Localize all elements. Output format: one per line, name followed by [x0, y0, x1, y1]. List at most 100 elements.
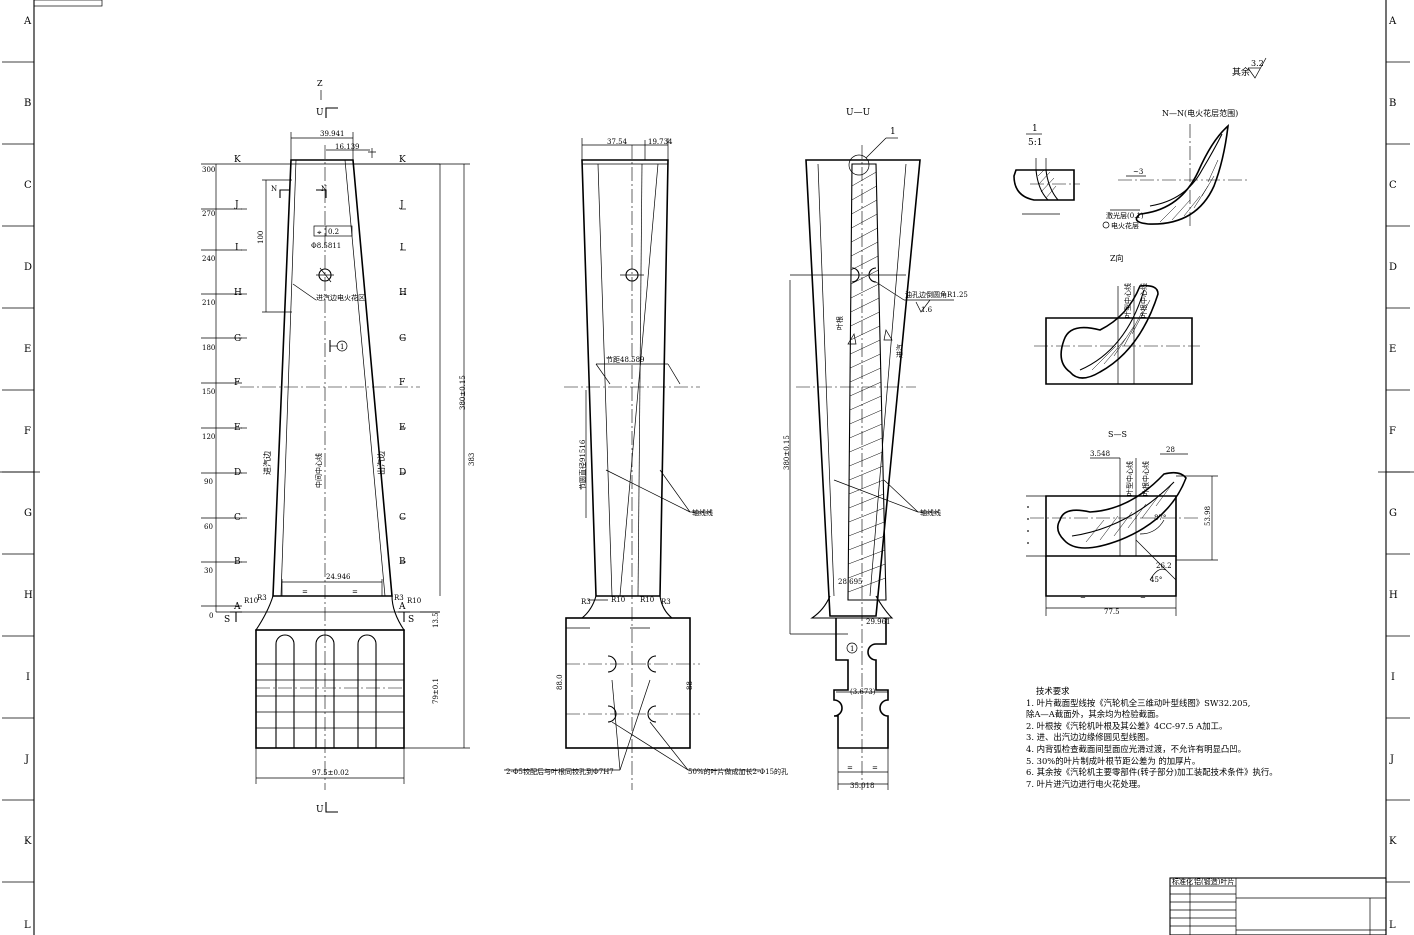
radius-r3: R3: [394, 594, 404, 602]
ss-label-1: 叶型中心线: [1125, 461, 1134, 496]
dim-section-height: 380±0.15: [783, 435, 791, 470]
ss-label-2: 叶根中心线: [1141, 461, 1150, 496]
dim-offset: 13.5: [432, 612, 440, 628]
row-letter-left: J: [24, 754, 29, 765]
nn-label-2: 电火花层: [1111, 221, 1139, 230]
note-line: 除A—A截面外，其余均为检验截面。: [1026, 709, 1164, 720]
hatch-line: [850, 325, 880, 341]
n-marker: N: [321, 185, 327, 193]
row-letter-right: L: [1389, 920, 1396, 931]
hatch-line: [850, 339, 881, 355]
section-marker-u-bottom: U: [316, 805, 324, 815]
row-letter-right: E: [1389, 344, 1396, 355]
dim-eq: =: [1140, 593, 1146, 601]
z-label-1: 叶型中心线: [1123, 283, 1132, 318]
section-letter-left: G: [234, 334, 241, 344]
radius-r10: R10: [407, 597, 421, 605]
side-r3: R3: [581, 598, 591, 606]
section-letter-left: C: [234, 513, 241, 523]
scale-value: 240: [202, 255, 215, 263]
section-letter-right: I: [400, 243, 404, 253]
scale-value: 90: [204, 478, 213, 486]
ss-dim-height: 53.98: [1204, 506, 1212, 526]
ss-offset: 26.2: [1156, 562, 1172, 570]
row-letter-left: G: [24, 508, 32, 519]
ss-angle-2: 45°: [1150, 576, 1162, 584]
dim-eq: =: [1080, 593, 1086, 601]
row-letter-left: H: [24, 590, 33, 601]
section-letter-left: K: [234, 155, 241, 165]
hatch-line: [848, 507, 885, 523]
dim-pitch: 节距48.589: [606, 356, 645, 364]
section-uu-view: U—U 1 油孔边倒圆角R1.25 1.6 叶根 进汽 380±0.15: [783, 108, 968, 790]
dim-eq: =: [847, 764, 853, 772]
section-letter-left: H: [234, 288, 242, 298]
dim-eq: =: [872, 764, 878, 772]
side-view: 37.54 19.734 节距48.589 节圆直径91516 轴线线 R3 R…: [504, 138, 788, 790]
nn-view: N—N(电火花层范围) ~3 激光层(0.1) 电火花层: [1102, 108, 1250, 230]
note-line: 4. 内背弧检查截面间型面应光滑过渡，不允许有明显凸凹。: [1026, 743, 1247, 754]
nn-dim: ~3: [1133, 168, 1143, 176]
row-letter-right: K: [1389, 836, 1397, 847]
row-letter-right: J: [1389, 754, 1394, 765]
section-balloon-2: 1: [850, 645, 854, 653]
ss-dim-width: 77.5: [1104, 608, 1120, 616]
hatch-line: [848, 479, 884, 495]
section-letter-right: H: [399, 288, 407, 298]
z-view-title: Z向: [1110, 253, 1124, 263]
dim-top-inner: 16.139: [335, 143, 360, 151]
row-letter-right: I: [1391, 672, 1395, 683]
hole-dia: Φ8.5811: [311, 242, 341, 250]
hatch-line: [851, 213, 878, 229]
surface-finish-symbol: 其余 3.2: [1232, 57, 1267, 79]
section-uu-title: U—U: [846, 108, 871, 118]
section-letter-left: E: [234, 423, 241, 433]
ss-dim-right-top: 28: [1166, 446, 1175, 454]
row-letter-left: E: [24, 344, 31, 355]
ss-title: S—S: [1108, 430, 1127, 439]
row-letter-right: G: [1389, 508, 1397, 519]
row-letter-right: H: [1389, 590, 1398, 601]
hatch-line: [848, 577, 886, 593]
pos-tolerance: 0.2: [328, 228, 339, 236]
hatch-line: [848, 549, 886, 565]
row-letter-left: F: [24, 426, 31, 437]
center-line-label: 中间中心线: [314, 453, 323, 488]
row-letter-left: K: [24, 836, 32, 847]
section-marker-u-top: U: [316, 108, 324, 118]
nn-label-1: 激光层(0.1): [1106, 211, 1144, 220]
section-letter-right: K: [399, 155, 406, 165]
hatch-line: [850, 311, 880, 327]
ss-angle-1: 87°: [1154, 514, 1166, 522]
surface-finish-label: 其余: [1232, 66, 1250, 78]
z-view: Z向 叶型中心线 叶根中心线: [1034, 253, 1200, 385]
section-s-left: S: [224, 615, 230, 625]
dim-side-top-b: 19.734: [648, 138, 673, 146]
scale-value: 180: [202, 344, 215, 352]
surface-finish-value: 3.2: [1251, 59, 1264, 68]
edge-label-a: 叶根: [835, 316, 844, 330]
hatch-line: [849, 381, 882, 397]
section-balloon: 1: [890, 127, 896, 137]
section-letter-right: A: [398, 602, 406, 612]
hatch-line: [851, 227, 878, 243]
section-bend-line: 轴线线: [920, 508, 941, 517]
dim-root-width: 24.946: [326, 573, 351, 581]
dim-top-width: 39.941: [320, 130, 345, 138]
row-letter-left: D: [24, 262, 32, 273]
hatch-line: [851, 255, 879, 271]
balloon-1: 1: [340, 343, 344, 351]
hatch-line: [849, 437, 883, 453]
hatch-line: [849, 451, 883, 467]
radius-r10: R10: [244, 597, 258, 605]
hatch-line: [851, 199, 878, 215]
hatch-line: [848, 493, 884, 509]
section-letter-left: A: [233, 602, 241, 612]
hatch-line: [848, 535, 885, 551]
dim-base-height: 79±0.1: [432, 678, 440, 704]
hatch-line: [851, 171, 877, 187]
dim-height-total2: 383: [468, 453, 476, 466]
hatch-line: [849, 465, 884, 481]
dim-section-chord: 28.695: [838, 578, 863, 586]
